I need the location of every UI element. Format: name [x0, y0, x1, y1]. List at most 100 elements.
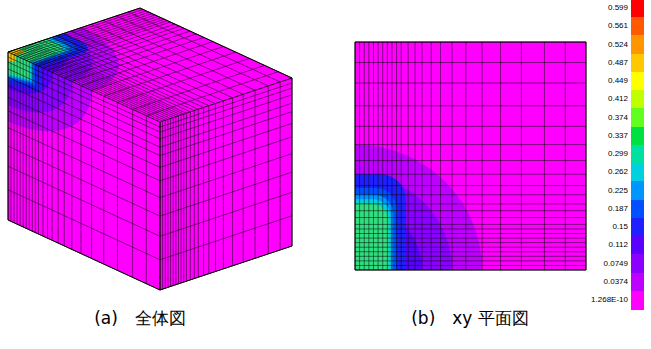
- mesh-line: [160, 112, 292, 156]
- legend-row: 0.225: [560, 181, 644, 199]
- isometric-view: [8, 8, 292, 290]
- mesh-line: [52, 37, 204, 107]
- mesh-line: [355, 217, 586, 218]
- legend-row: 0.599: [560, 0, 644, 17]
- mesh-line: [34, 43, 186, 113]
- mesh-line: [355, 105, 586, 106]
- mesh-line: [355, 247, 586, 248]
- plan-view: [355, 42, 586, 270]
- mesh-line: [26, 16, 158, 60]
- mesh-line: [544, 42, 545, 270]
- mesh-line: [91, 24, 243, 94]
- legend-swatch: [631, 145, 644, 164]
- mesh-line: [8, 97, 160, 167]
- mesh-line: [81, 42, 213, 86]
- mesh-line: [8, 128, 160, 198]
- legend-swatch: [631, 108, 644, 127]
- legend-row: 0.112: [560, 236, 644, 254]
- mesh-line: [72, 37, 204, 81]
- mesh-line: [104, 52, 236, 96]
- mesh-line: [355, 174, 586, 175]
- mesh-line: [355, 210, 586, 211]
- mesh-line: [16, 49, 168, 119]
- mesh-line: [146, 72, 278, 116]
- mesh-line: [160, 78, 292, 122]
- mesh-line: [452, 42, 453, 270]
- legend-row: 0.187: [560, 200, 644, 218]
- plan-outline: [355, 42, 586, 270]
- mesh-line: [133, 65, 265, 109]
- mesh-line: [408, 42, 409, 270]
- mesh-line: [23, 15, 155, 59]
- mesh-line: [42, 41, 194, 111]
- mesh-line: [160, 88, 292, 132]
- legend-row: 0.0749: [560, 254, 644, 272]
- legend-swatch: [631, 127, 644, 146]
- legend-swatch: [631, 17, 644, 36]
- mesh-line: [355, 126, 586, 127]
- legend-row: 0.262: [560, 163, 644, 181]
- mesh-line: [355, 224, 586, 225]
- legend-value: 0.524: [608, 40, 628, 50]
- legend-swatch: [631, 54, 644, 73]
- legend-row: 0.0374: [560, 273, 644, 291]
- mesh-line: [401, 42, 402, 270]
- mesh-line: [160, 78, 292, 122]
- contour-region: [8, 52, 32, 81]
- legend-value: 1.268E-10: [591, 295, 628, 305]
- mesh-line: [160, 83, 292, 127]
- legend-value: 0.412: [608, 94, 628, 104]
- mesh-line: [391, 42, 392, 270]
- legend-swatch: [631, 0, 644, 18]
- mesh-line: [160, 216, 292, 260]
- legend-value: 0.487: [608, 58, 628, 68]
- legend-value: 0.561: [608, 21, 628, 31]
- mesh-line: [43, 24, 175, 68]
- mesh-line: [8, 69, 160, 139]
- legend-swatch: [631, 273, 644, 292]
- legend-row: 0.449: [560, 72, 644, 90]
- mesh-line: [355, 185, 586, 186]
- mesh-line: [81, 28, 233, 98]
- mesh-line: [32, 44, 184, 114]
- mesh-line: [8, 146, 160, 216]
- mesh-line: [8, 190, 160, 260]
- mesh-line: [382, 42, 383, 270]
- mesh-line: [35, 21, 167, 65]
- legend-swatch: [631, 35, 644, 54]
- mesh-line: [13, 50, 165, 120]
- contour-region: [355, 145, 482, 270]
- mesh-line: [32, 19, 164, 63]
- mesh-line: [8, 166, 160, 236]
- mesh-line: [14, 11, 146, 55]
- mesh-line: [21, 48, 173, 118]
- mesh-line: [20, 14, 152, 58]
- mesh-line: [440, 42, 441, 270]
- contour-region: [8, 52, 41, 92]
- legend-value: 0.299: [608, 149, 628, 159]
- mesh-line: [355, 160, 586, 161]
- mesh-line: [64, 34, 196, 78]
- mesh-line: [355, 194, 586, 195]
- mesh-line: [373, 42, 374, 270]
- legend-swatch: [631, 163, 644, 182]
- mesh-line: [431, 42, 432, 270]
- mesh-line: [48, 26, 180, 70]
- mesh-line: [58, 31, 190, 75]
- contour-region: [355, 174, 452, 270]
- contour-region: [355, 204, 389, 270]
- mesh-line: [160, 192, 292, 236]
- caption-label: (a) 全体図: [94, 307, 186, 330]
- mesh-line: [71, 31, 223, 101]
- plan-ground: [355, 42, 586, 270]
- mesh-line: [8, 52, 160, 122]
- mesh-line: [359, 42, 360, 270]
- mesh-line: [160, 95, 292, 139]
- front-right-face: [160, 78, 292, 290]
- block-outline: [8, 8, 292, 290]
- mesh-line: [8, 52, 160, 122]
- legend-row: 1.268E-10: [560, 291, 644, 309]
- mesh-line: [8, 62, 160, 132]
